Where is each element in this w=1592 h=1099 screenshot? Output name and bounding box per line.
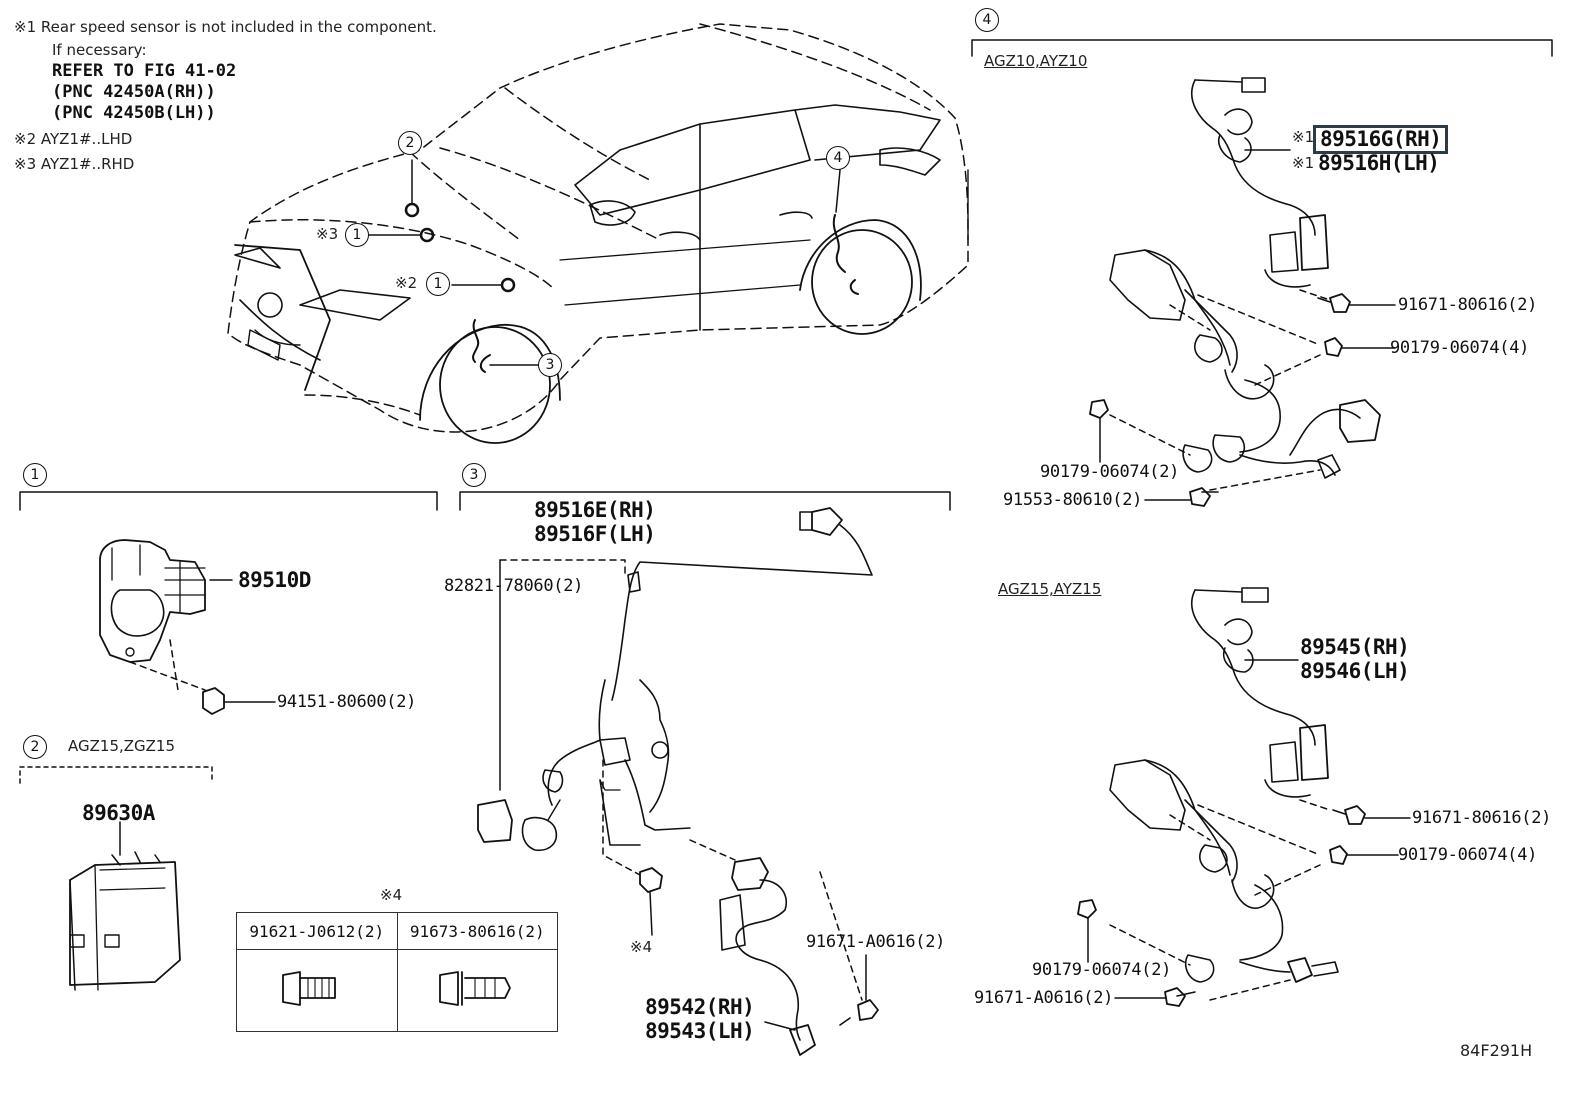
car-callout-1-lhd[interactable]: 1 xyxy=(426,272,450,296)
section2-bracket xyxy=(19,766,213,784)
part-91671-80616-a-label[interactable]: 91671-80616(2) xyxy=(1398,295,1538,315)
section4-variant-a: AGZ10,AYZ10 xyxy=(984,52,1088,70)
bolt-icon-1 xyxy=(236,949,398,1032)
section1-number: 1 xyxy=(23,463,47,487)
note1-if: If necessary: xyxy=(52,41,147,59)
bolt-table: 91621-J0612(2) 91673-80616(2) xyxy=(236,912,558,1032)
part-90179-06074-4-b-label[interactable]: 90179-06074(4) xyxy=(1398,845,1538,865)
part-89545-label[interactable]: 89545(RH) xyxy=(1300,635,1410,659)
part-89516f-label[interactable]: 89516F(LH) xyxy=(534,522,656,546)
part-89542-label[interactable]: 89542(RH) xyxy=(645,995,755,1019)
part-89510d-label[interactable]: 89510D xyxy=(238,568,311,592)
part-91671-a0616-label[interactable]: 91671-A0616(2) xyxy=(806,932,946,952)
section3-drawing xyxy=(477,507,879,1056)
part-90179-06074-2-b-label[interactable]: 90179-06074(2) xyxy=(1032,960,1172,980)
refer-fig: REFER TO FIG 41-02 xyxy=(52,61,237,81)
car-callout-2[interactable]: 2 xyxy=(398,131,422,155)
section2-variant: AGZ15,ZGZ15 xyxy=(68,737,176,755)
section2-number: 2 xyxy=(23,735,47,759)
figure-id: 84F291H xyxy=(1460,1041,1533,1060)
note2-text: AYZ1#..LHD xyxy=(40,130,133,148)
section4b-drawing xyxy=(1077,587,1411,1007)
part-89516e-label[interactable]: 89516E(RH) xyxy=(534,498,656,522)
part-94151-80600-label[interactable]: 94151-80600(2) xyxy=(277,692,417,712)
section3-number: 3 xyxy=(462,463,486,487)
part-82821-78060-label[interactable]: 82821-78060(2) xyxy=(444,576,584,596)
part-89516h-mark: ※1 xyxy=(1292,154,1315,172)
part-91671-80616-b-label[interactable]: 91671-80616(2) xyxy=(1412,808,1552,828)
bolt-table-mark: ※4 xyxy=(380,886,403,904)
section3-mark-4: ※4 xyxy=(630,938,653,956)
car-callout-1-rhd[interactable]: 1 xyxy=(345,223,369,247)
note1-text: Rear speed sensor is not included in the… xyxy=(40,18,437,36)
part-89516h-label[interactable]: 89516H(LH) xyxy=(1318,151,1440,175)
note3: ※3 AYZ1#..RHD xyxy=(14,157,134,172)
vehicle-illustration xyxy=(227,23,969,444)
car-callout-3[interactable]: 3 xyxy=(538,353,562,377)
section1-bracket xyxy=(19,491,438,511)
section3-bracket xyxy=(459,491,951,511)
car-mark-3: ※3 xyxy=(316,225,339,243)
pnc-rh: (PNC 42450A(RH)) xyxy=(52,82,216,102)
part-89630a-label[interactable]: 89630A xyxy=(82,801,155,825)
car-callout-4[interactable]: 4 xyxy=(826,146,850,170)
bolt-table-header-1[interactable]: 91621-J0612(2) xyxy=(236,912,398,950)
part-89630a-drawing xyxy=(69,821,181,991)
part-89543-label[interactable]: 89543(LH) xyxy=(645,1019,755,1043)
part-89516g-mark: ※1 xyxy=(1292,128,1315,146)
part-89516g-label[interactable]: 89516G(RH) xyxy=(1313,125,1449,154)
car-mark-2: ※2 xyxy=(395,274,418,292)
part-90179-06074-2-a-label[interactable]: 90179-06074(2) xyxy=(1040,462,1180,482)
part-90179-06074-4-a-label[interactable]: 90179-06074(4) xyxy=(1390,338,1530,358)
section4-variant-b: AGZ15,AYZ15 xyxy=(998,580,1102,598)
section4a-drawing xyxy=(1089,77,1396,507)
note1-mark: ※1 xyxy=(14,18,37,36)
part-91671-a0616-b-label[interactable]: 91671-A0616(2) xyxy=(974,988,1114,1008)
bolt-icon-2 xyxy=(396,949,558,1032)
section4-number: 4 xyxy=(975,8,999,32)
note1: ※1 Rear speed sensor is not included in … xyxy=(14,20,437,35)
pnc-lh: (PNC 42450B(LH)) xyxy=(52,103,216,123)
section4-bracket xyxy=(971,39,1553,57)
part-91553-80610-label[interactable]: 91553-80610(2) xyxy=(1003,490,1143,510)
note3-text: AYZ1#..RHD xyxy=(40,155,135,173)
part-89546-label[interactable]: 89546(LH) xyxy=(1300,659,1410,683)
note2-mark: ※2 xyxy=(14,130,37,148)
note2: ※2 AYZ1#..LHD xyxy=(14,132,132,147)
note3-mark: ※3 xyxy=(14,155,37,173)
bolt-table-header-2[interactable]: 91673-80616(2) xyxy=(396,912,558,950)
part-89510d-drawing xyxy=(99,539,276,715)
